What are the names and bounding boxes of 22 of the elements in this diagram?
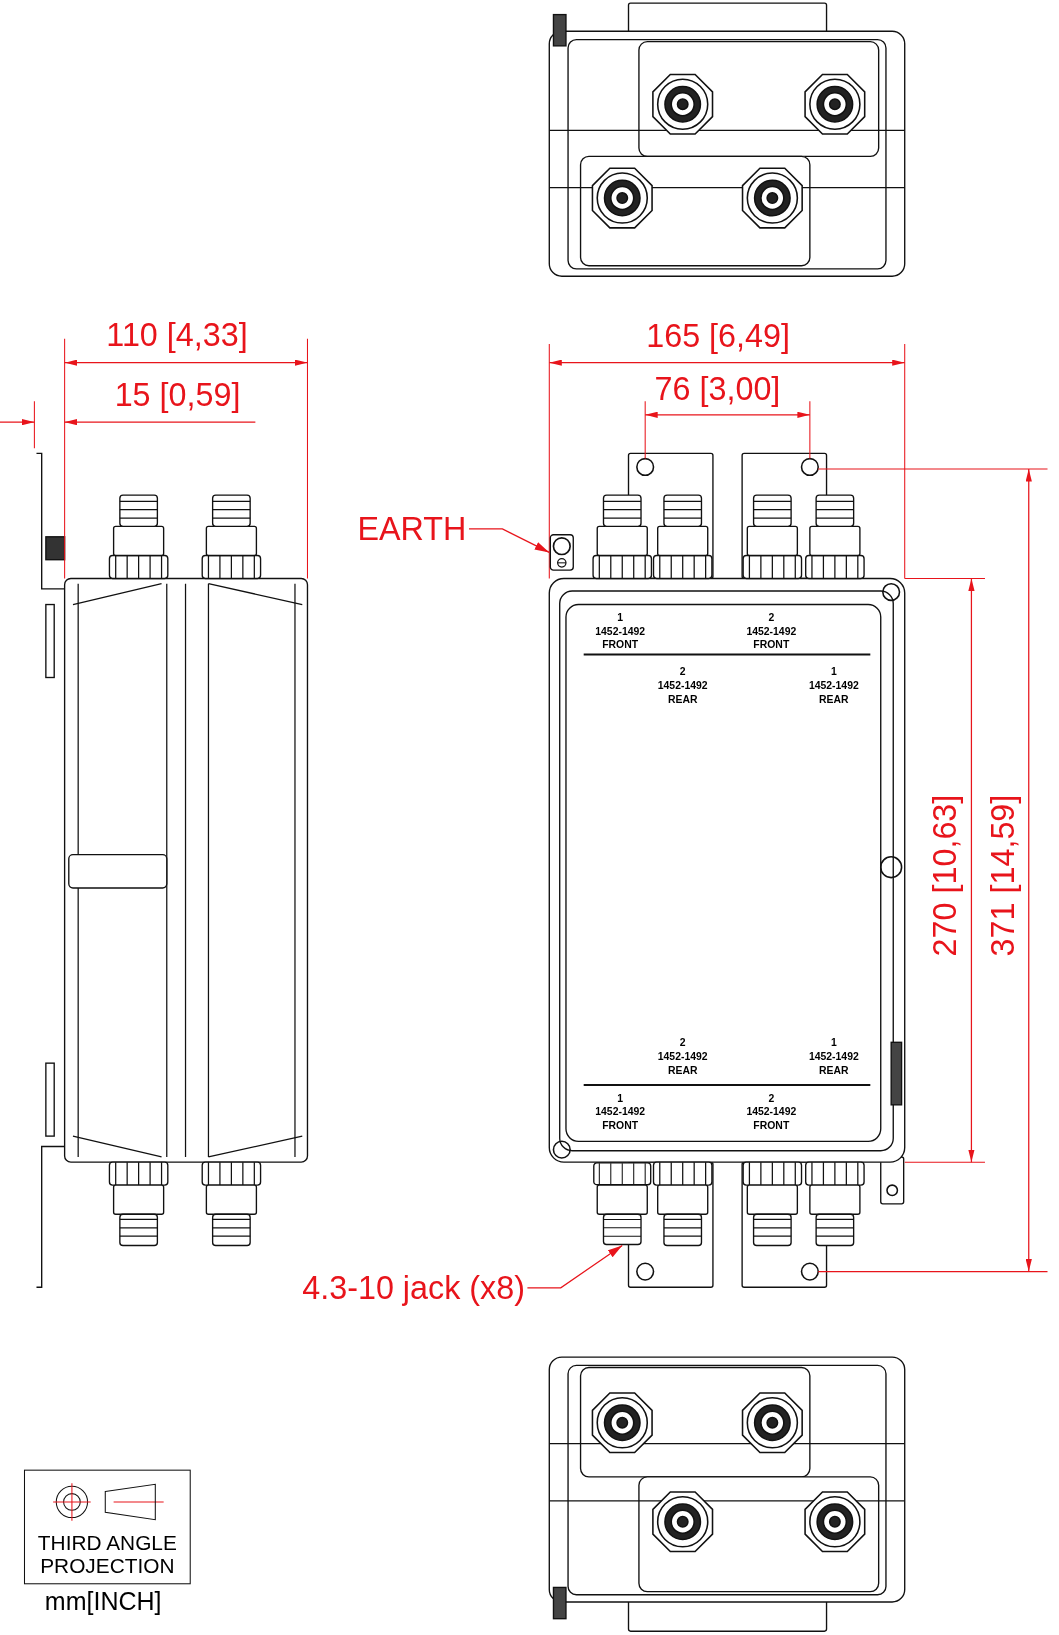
jack-connector xyxy=(593,1162,652,1246)
port-label: 1 1452-1492 FRONT xyxy=(595,1091,646,1132)
projection-label: THIRD ANGLE PROJECTION xyxy=(36,1531,178,1577)
port-label: 2 1452-1492 FRONT xyxy=(746,610,797,652)
unit-note: mm[INCH] xyxy=(44,1587,162,1617)
dimension-text: 270 [10,63] xyxy=(929,794,962,957)
port-label: 2 1452-1492 REAR xyxy=(657,665,708,706)
callout-text: 4.3-10 jack (x8) xyxy=(302,1271,525,1304)
callout-text: EARTH xyxy=(357,512,467,546)
dimension-text: 371 [14,59] xyxy=(986,794,1019,957)
port-label: 1 1452-1492 FRONT xyxy=(595,610,646,652)
port-label: 2 1452-1492 FRONT xyxy=(746,1091,797,1132)
dimension-text: 110 [4,33] xyxy=(106,318,248,352)
dimension-text: 76 [3,00] xyxy=(654,373,781,406)
leader-line xyxy=(526,1244,623,1289)
earth-stud xyxy=(549,533,575,572)
dimension-text: 165 [6,49] xyxy=(646,320,790,353)
leader-line xyxy=(468,528,550,554)
port-label: 2 1452-1492 REAR xyxy=(657,1036,708,1077)
port-label: 1 1452-1492 REAR xyxy=(808,1036,859,1077)
dimension-text: 15 [0,59] xyxy=(114,379,241,412)
port-label: 1 1452-1492 REAR xyxy=(808,665,859,706)
